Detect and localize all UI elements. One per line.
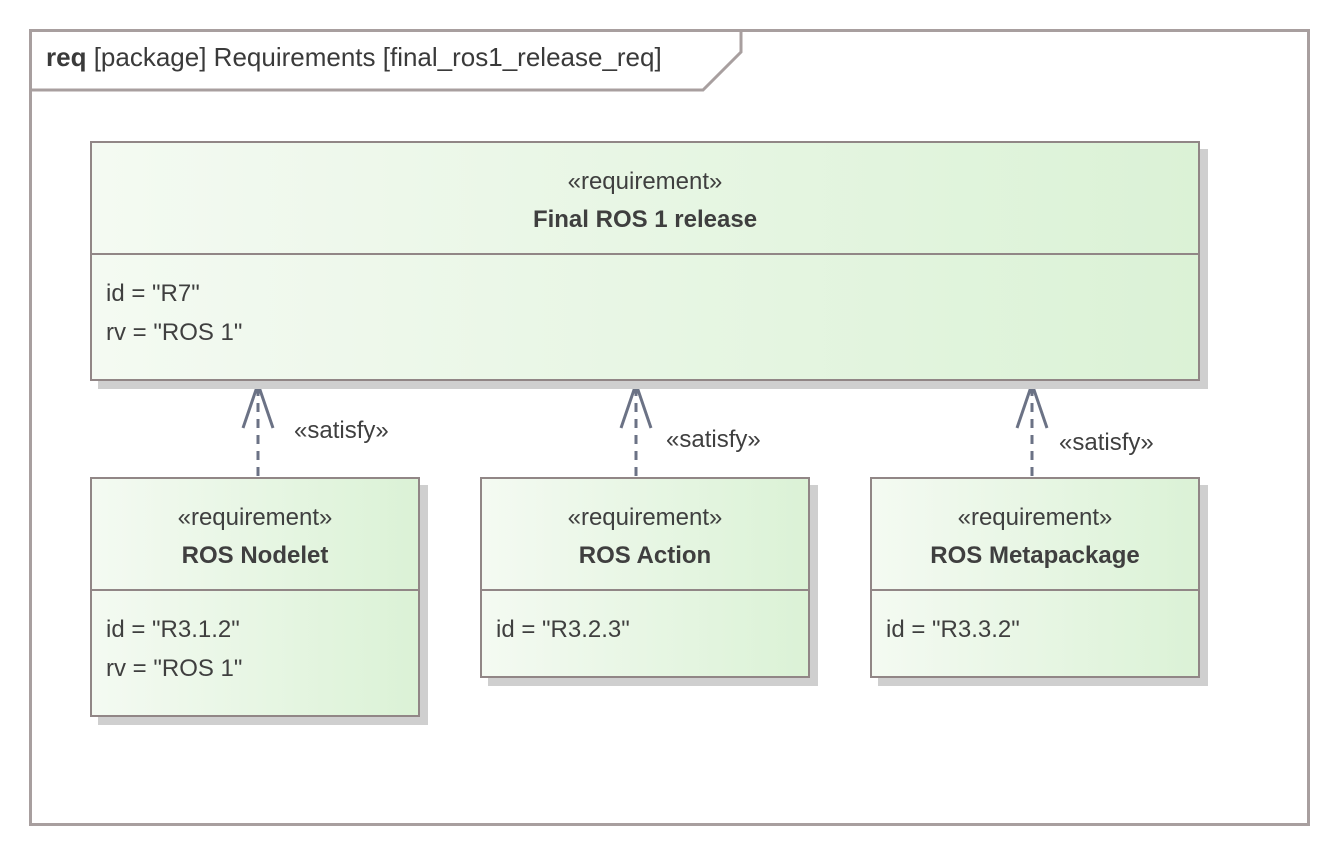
requirement-header: «requirement» ROS Action — [482, 479, 808, 591]
requirement-ros-nodelet[interactable]: «requirement» ROS Nodelet id = "R3.1.2" … — [90, 477, 420, 717]
stereotype-label: «requirement» — [567, 168, 723, 195]
frame-name-tab — [31, 31, 743, 92]
open-arrowhead-icon — [241, 379, 275, 429]
requirement-attributes: id = "R3.3.2" — [886, 610, 1020, 649]
attribute-id: id = "R3.2.3" — [496, 616, 630, 643]
frame-title: req [package] Requirements [final_ros1_r… — [46, 42, 662, 73]
open-arrowhead-icon — [1015, 379, 1049, 429]
requirement-header: «requirement» ROS Metapackage — [872, 479, 1198, 591]
requirement-ros-action[interactable]: «requirement» ROS Action id = "R3.2.3" — [480, 477, 810, 678]
requirement-header: «requirement» ROS Nodelet — [92, 479, 418, 591]
attribute-rv: rv = "ROS 1" — [106, 319, 243, 346]
requirement-header: «requirement» Final ROS 1 release — [92, 143, 1198, 255]
attribute-id: id = "R3.3.2" — [886, 616, 1020, 643]
requirement-attributes: id = "R3.2.3" — [496, 610, 630, 649]
satisfy-connector-metapackage[interactable] — [1015, 379, 1049, 476]
requirement-attributes: id = "R7" rv = "ROS 1" — [106, 274, 242, 352]
stereotype-label: «requirement» — [957, 504, 1113, 531]
requirement-name: ROS Nodelet — [181, 542, 329, 569]
requirement-attributes: id = "R3.1.2" rv = "ROS 1" — [106, 610, 242, 688]
stereotype-label: «requirement» — [567, 504, 723, 531]
satisfy-connector-nodelet[interactable] — [241, 379, 275, 476]
requirement-name: ROS Action — [578, 542, 712, 569]
requirement-name: ROS Metapackage — [930, 542, 1140, 569]
frame-label-text: [package] Requirements [final_ros1_relea… — [93, 42, 662, 72]
satisfy-label-nodelet: «satisfy» — [294, 417, 389, 444]
frame-kind: req — [46, 42, 87, 72]
package-frame — [29, 29, 1310, 826]
satisfy-label-action: «satisfy» — [666, 426, 761, 453]
satisfy-label-metapackage: «satisfy» — [1059, 429, 1154, 456]
requirement-ros-metapackage[interactable]: «requirement» ROS Metapackage id = "R3.3… — [870, 477, 1200, 678]
attribute-id: id = "R3.1.2" — [106, 616, 240, 643]
requirement-final-ros1-release[interactable]: «requirement» Final ROS 1 release id = "… — [90, 141, 1200, 381]
open-arrowhead-icon — [619, 379, 653, 429]
attribute-rv: rv = "ROS 1" — [106, 655, 243, 682]
requirement-name: Final ROS 1 release — [532, 206, 758, 233]
satisfy-connector-action[interactable] — [619, 379, 653, 476]
stereotype-label: «requirement» — [177, 504, 333, 531]
attribute-id: id = "R7" — [106, 280, 200, 307]
